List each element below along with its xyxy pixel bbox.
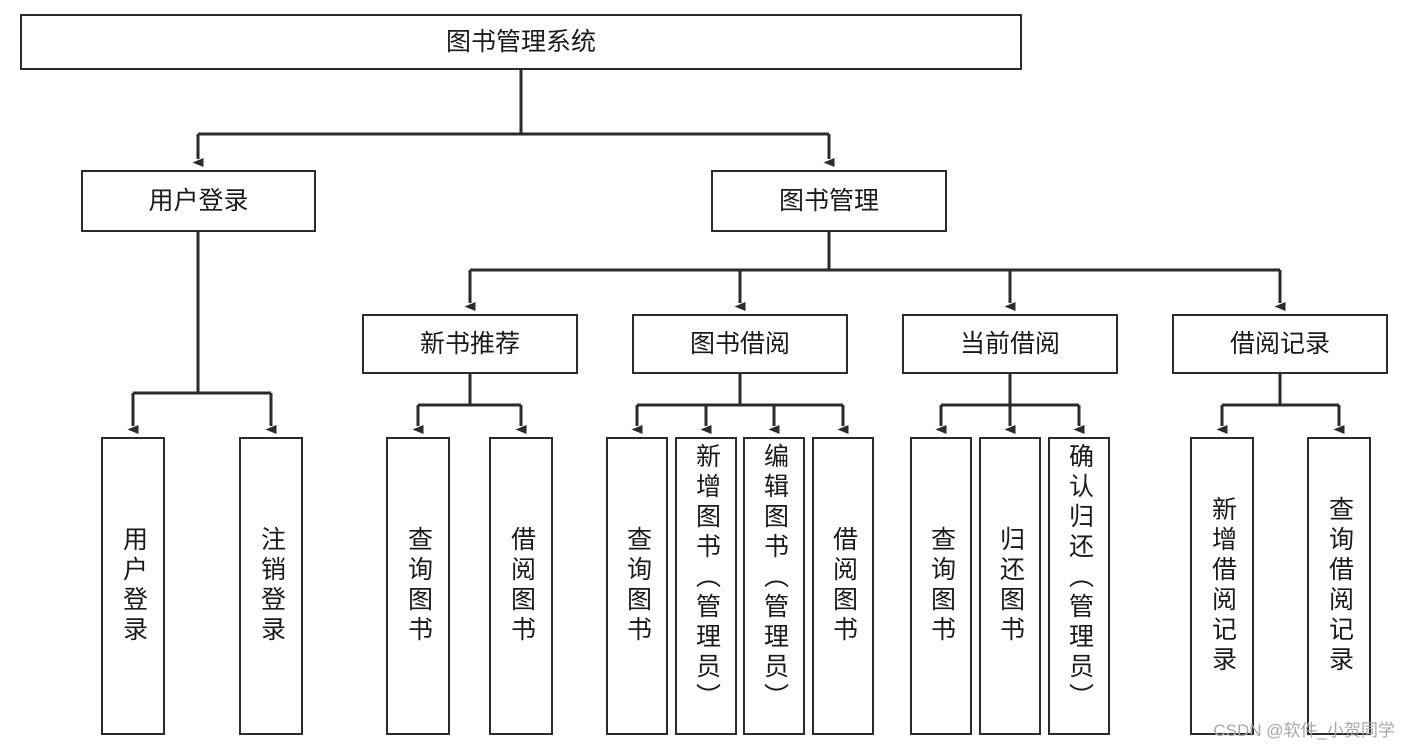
node-label: 借阅记录	[1229, 330, 1330, 358]
leaf-add-book-admin[interactable]: 新增图书（管理员）	[675, 437, 737, 735]
node-label: 借阅图书	[507, 526, 536, 646]
leaf-add-borrow-record[interactable]: 新增借阅记录	[1190, 437, 1254, 735]
leaf-query-borrow-record[interactable]: 查询借阅记录	[1307, 437, 1371, 735]
node-label: 用户登录	[148, 187, 249, 215]
node-label: 查询图书	[623, 526, 652, 646]
node-label: 借阅图书	[829, 526, 858, 646]
leaf-search-books-recommend[interactable]: 查询图书	[386, 437, 450, 735]
leaf-user-login[interactable]: 用户登录	[101, 437, 165, 735]
leaf-return-books[interactable]: 归还图书	[979, 437, 1041, 735]
leaf-confirm-return-admin[interactable]: 确认归还（管理员）	[1048, 437, 1110, 735]
node-label: 新增图书（管理员）	[692, 443, 721, 713]
node-label: 注销登录	[257, 526, 286, 646]
leaf-search-books-current[interactable]: 查询图书	[910, 437, 972, 735]
leaf-borrow-books-recommend[interactable]: 借阅图书	[489, 437, 553, 735]
node-book-management[interactable]: 图书管理	[711, 170, 947, 232]
leaf-search-books-borrow[interactable]: 查询图书	[606, 437, 668, 735]
node-new-book-recommendation[interactable]: 新书推荐	[362, 314, 578, 374]
node-current-borrowing[interactable]: 当前借阅	[902, 314, 1118, 374]
node-label: 归还图书	[996, 526, 1025, 646]
node-label: 新书推荐	[419, 330, 520, 358]
node-label: 查询图书	[927, 526, 956, 646]
leaf-logout[interactable]: 注销登录	[239, 437, 303, 735]
node-label: 查询图书	[404, 526, 433, 646]
node-label: 当前借阅	[959, 330, 1060, 358]
leaf-edit-book-admin[interactable]: 编辑图书（管理员）	[743, 437, 805, 735]
node-label: 确认归还（管理员）	[1065, 443, 1094, 713]
node-label: 图书借阅	[689, 330, 790, 358]
connector-lines	[127, 70, 1345, 434]
node-borrow-records[interactable]: 借阅记录	[1172, 314, 1388, 374]
node-book-borrowing[interactable]: 图书借阅	[632, 314, 848, 374]
node-label: 新增借阅记录	[1208, 496, 1237, 676]
node-root-book-management-system[interactable]: 图书管理系统	[20, 14, 1022, 70]
leaf-borrow-books[interactable]: 借阅图书	[812, 437, 874, 735]
node-label: 图书管理系统	[445, 28, 596, 56]
node-label: 编辑图书（管理员）	[760, 443, 789, 713]
node-label: 用户登录	[119, 526, 148, 646]
node-label: 查询借阅记录	[1325, 496, 1354, 676]
node-label: 图书管理	[778, 187, 879, 215]
node-user-login[interactable]: 用户登录	[81, 170, 316, 232]
